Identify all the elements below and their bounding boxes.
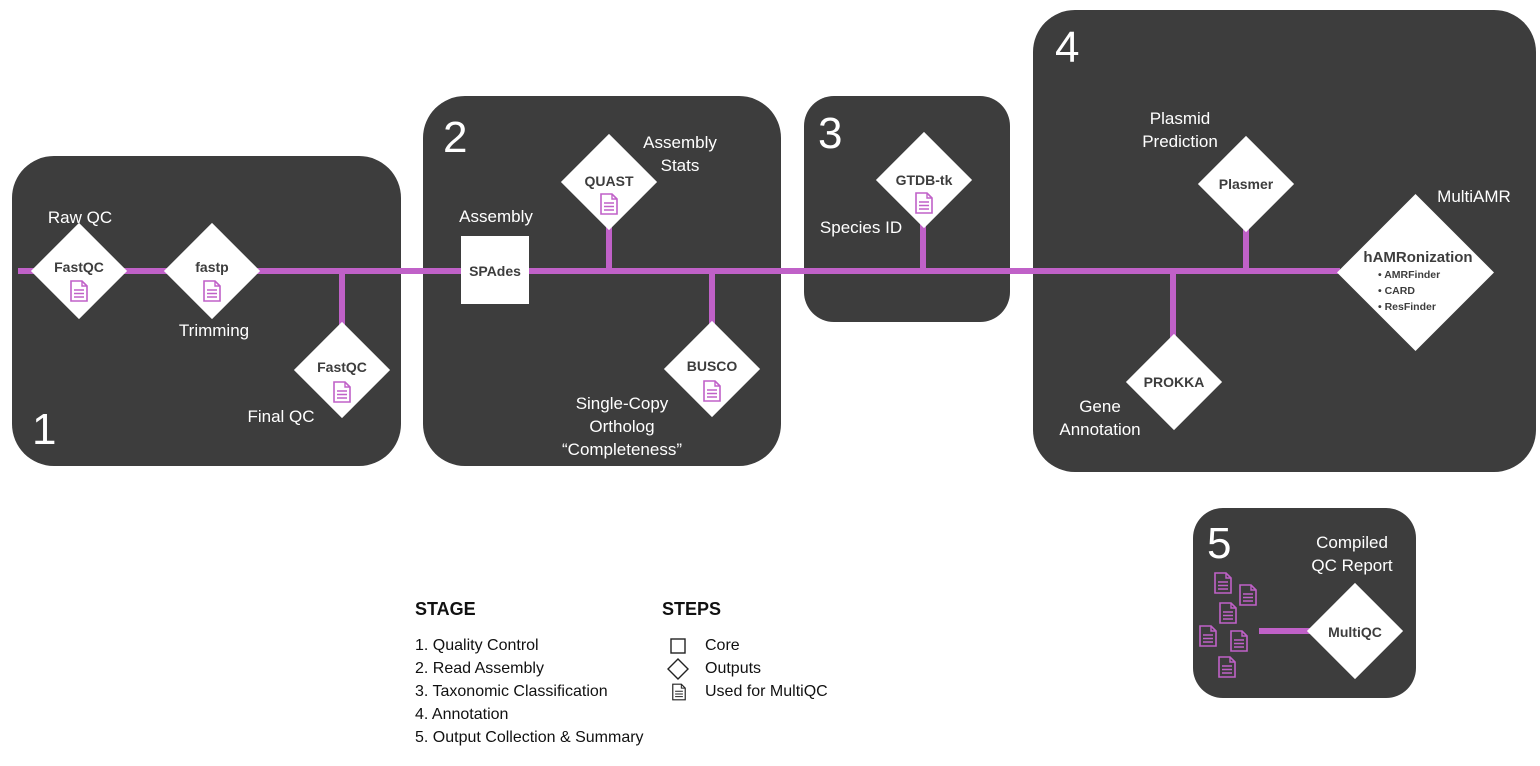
legend-steps-title: STEPS [662,599,722,619]
document-icon [70,280,88,302]
legend-stage-item: 5. Output Collection & Summary [415,729,644,746]
connector-busco [709,271,715,331]
species-id-label: Species ID [819,218,903,237]
multiqc-label: MultiQC [1328,624,1382,640]
stage-1-number: 1 [32,405,57,454]
document-icon [600,193,618,215]
document-icon [203,280,221,302]
pipeline-main-line [18,268,1340,274]
compiled-qc-label: Compiled QC Report [1311,533,1393,575]
hamronization-label: hAMRonization [1363,249,1473,266]
legend-steps-outputs: Outputs [705,660,762,677]
square-icon [670,638,686,654]
connector-prokka [1170,271,1176,343]
document-icon [1214,572,1232,594]
spades-core-box [461,236,529,304]
document-icon [1218,656,1236,678]
document-icon [1199,625,1217,647]
stage-3-number: 3 [818,109,843,158]
trimming-label: Trimming [178,321,250,340]
hamronization-item-card: • CARD [1378,285,1415,297]
legend-stage-item: 1. Quality Control [415,637,539,654]
legend-stage-item: 2. Read Assembly [415,660,544,677]
fastqc-raw-label: FastQC [54,259,104,275]
document-icon [1219,602,1237,624]
stage-5-number: 5 [1207,519,1232,568]
document-icon [333,381,351,403]
stage-2-number: 2 [443,113,468,162]
single-copy-label: Single-Copy Ortholog “Completeness” [562,394,682,459]
legend-steps-multiqc: Used for MultiQC [705,683,828,700]
multiamr-label: MultiAMR [1437,187,1511,206]
busco-label: BUSCO [686,358,738,374]
legend-stage-item: 4. Annotation [415,706,509,723]
hamronization-item-resfinder: • ResFinder [1378,301,1436,313]
connector-gtdbtk [920,218,926,272]
document-icon [1239,584,1257,606]
raw-qc-label: Raw QC [47,208,113,227]
plasmid-prediction-label: Plasmid Prediction [1142,109,1218,151]
assembly-label: Assembly [459,207,533,226]
gene-annotation-label: Gene Annotation [1059,397,1141,439]
multiqc-input-line [1259,628,1325,634]
document-icon [672,683,686,701]
document-icon [703,380,721,402]
hamronization-item-amrfinder: • AMRFinder [1378,269,1441,281]
assembly-stats-label: Assembly Stats [643,133,717,175]
legend-stage-title: STAGE [415,599,476,619]
connector-fastqc-final [339,271,345,331]
spades-label: SPAdes [469,263,521,279]
connector-quast [606,220,612,272]
fastqc-final-label: FastQC [317,359,367,375]
final-qc-label: Final QC [247,407,315,426]
document-icon [915,192,933,214]
fastp-label: fastp [195,259,229,275]
gtdbtk-label: GTDB-tk [895,172,953,188]
connector-plasmer [1243,226,1249,272]
document-icon [1230,630,1248,652]
legend-steps-core: Core [705,637,740,654]
stage-4-number: 4 [1055,23,1080,72]
plasmer-label: Plasmer [1218,176,1274,192]
prokka-label: PROKKA [1143,374,1205,390]
legend-stage-item: 3. Taxonomic Classification [415,683,608,700]
diamond-icon [667,658,689,680]
quast-label: QUAST [584,173,634,189]
